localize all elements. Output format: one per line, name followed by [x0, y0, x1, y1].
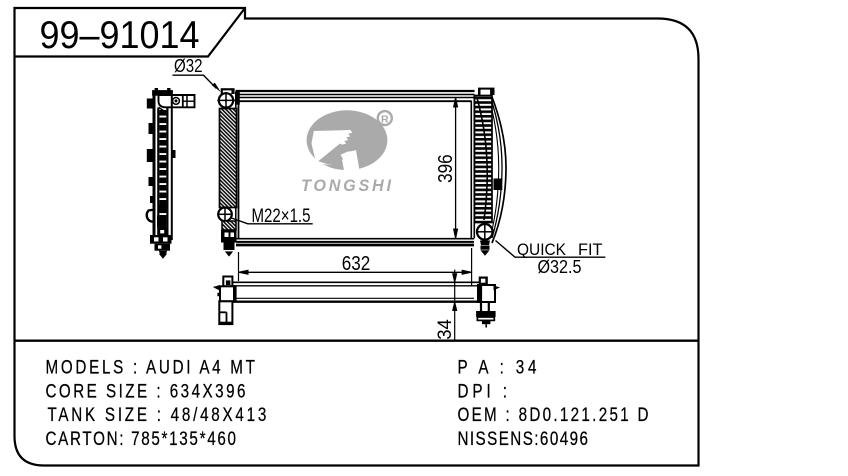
- svg-text:NISSENS:60496: NISSENS:60496: [457, 427, 587, 449]
- svg-text:M22×1.5: M22×1.5: [252, 206, 311, 227]
- svg-text:34: 34: [435, 319, 456, 340]
- svg-text:632: 632: [342, 253, 371, 275]
- svg-text:396: 396: [435, 154, 457, 183]
- svg-text:QUICK: QUICK: [517, 241, 566, 259]
- svg-text:CORE SIZE : 634X396: CORE SIZE : 634X396: [45, 380, 245, 402]
- svg-text:OEM : 8D0.121.251 D: OEM : 8D0.121.251 D: [457, 403, 648, 425]
- svg-text:R: R: [381, 113, 389, 125]
- svg-text:Ø32.5: Ø32.5: [538, 257, 582, 277]
- svg-text:CARTON: 785*135*460: CARTON: 785*135*460: [45, 427, 236, 449]
- svg-text:MODELS : AUDI A4 MT: MODELS : AUDI A4 MT: [45, 356, 255, 378]
- svg-text:FIT: FIT: [578, 241, 603, 259]
- svg-text:Ø32: Ø32: [174, 55, 203, 76]
- svg-text:TONGSHI: TONGSHI: [301, 177, 392, 195]
- svg-text:99–91014: 99–91014: [40, 14, 200, 57]
